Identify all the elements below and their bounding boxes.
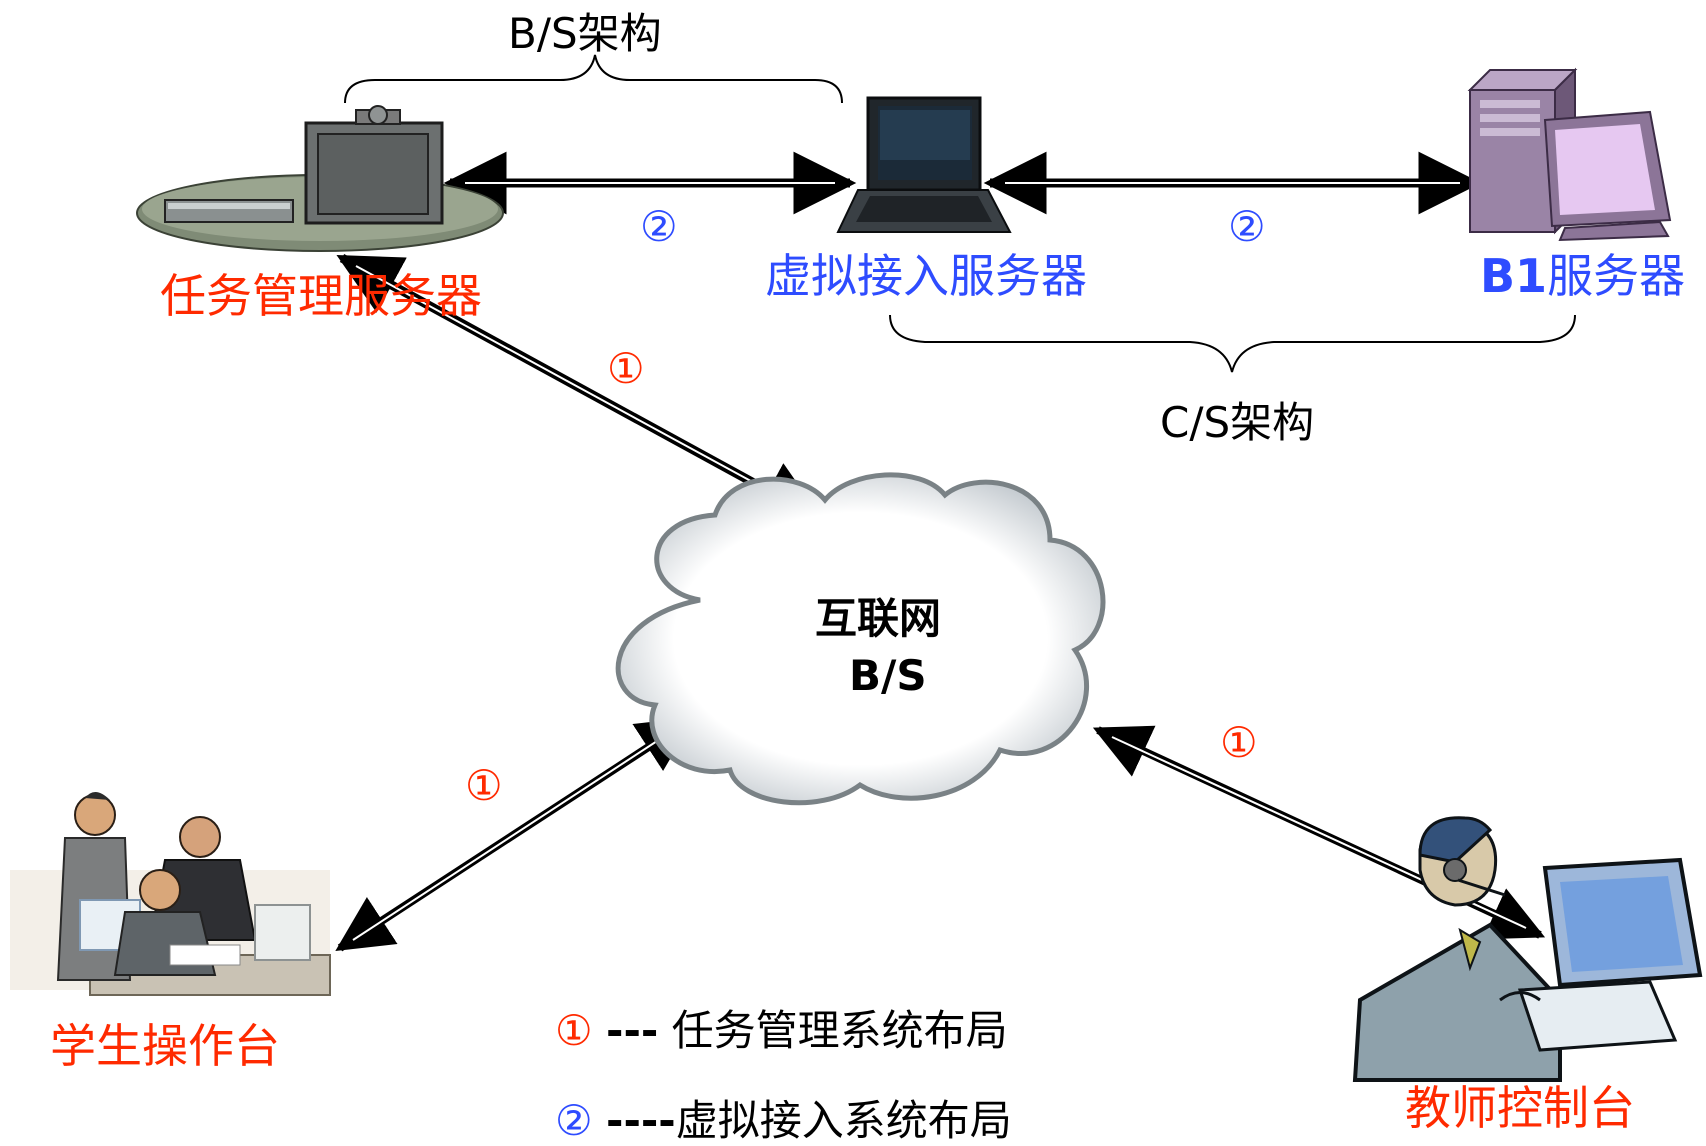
task-server-label: 任务管理服务器 [160, 269, 482, 323]
b1-server-suffix: 服务器 [1547, 249, 1686, 303]
legend-2-dash: ---- [606, 1096, 676, 1145]
legend-2-text: 虚拟接入系统布局 [675, 1096, 1012, 1145]
virtual-server-label: 虚拟接入服务器 [765, 249, 1087, 303]
internet-cloud [615, 472, 1106, 806]
cs-brace [889, 314, 1576, 373]
student-workstation-icon [10, 791, 331, 996]
arrow-student-to-internet [335, 716, 695, 952]
legend-1-text: 任务管理系统布局 [671, 1006, 1008, 1055]
internet-label-line1: 互联网 [815, 594, 942, 643]
legend-2-marker: ② [555, 1096, 593, 1145]
legend-item-1: ① --- 任务管理系统布局 [555, 1010, 1008, 1052]
marker-1-task-internet: ① [607, 344, 645, 393]
marker-1-teacher-internet: ① [1220, 718, 1258, 767]
internet-label-line2: B/S [849, 651, 927, 700]
b1-server-label: B1服务器 [1480, 253, 1685, 299]
teacher-console-icon [1352, 816, 1703, 1082]
laptop-icon [836, 96, 1012, 233]
marker-2-left: ② [640, 202, 678, 251]
task-server-icon [136, 105, 504, 252]
student-console-label: 学生操作台 [50, 1019, 280, 1073]
marker-1-student-internet: ① [465, 761, 503, 810]
legend-1-dash: --- [606, 1006, 659, 1055]
bs-brace [344, 54, 843, 104]
b1-server-prefix: B1 [1480, 249, 1548, 303]
marker-2-right: ② [1228, 202, 1266, 251]
teacher-console-label: 教师控制台 [1405, 1081, 1635, 1135]
cs-architecture-label: C/S架构 [1160, 398, 1315, 447]
legend-item-2: ② ----虚拟接入系统布局 [555, 1100, 1012, 1142]
legend-1-marker: ① [555, 1006, 593, 1055]
b1-server-icon [1467, 67, 1672, 242]
bs-architecture-label: B/S架构 [508, 9, 662, 58]
arrow-task-to-internet [336, 254, 824, 522]
